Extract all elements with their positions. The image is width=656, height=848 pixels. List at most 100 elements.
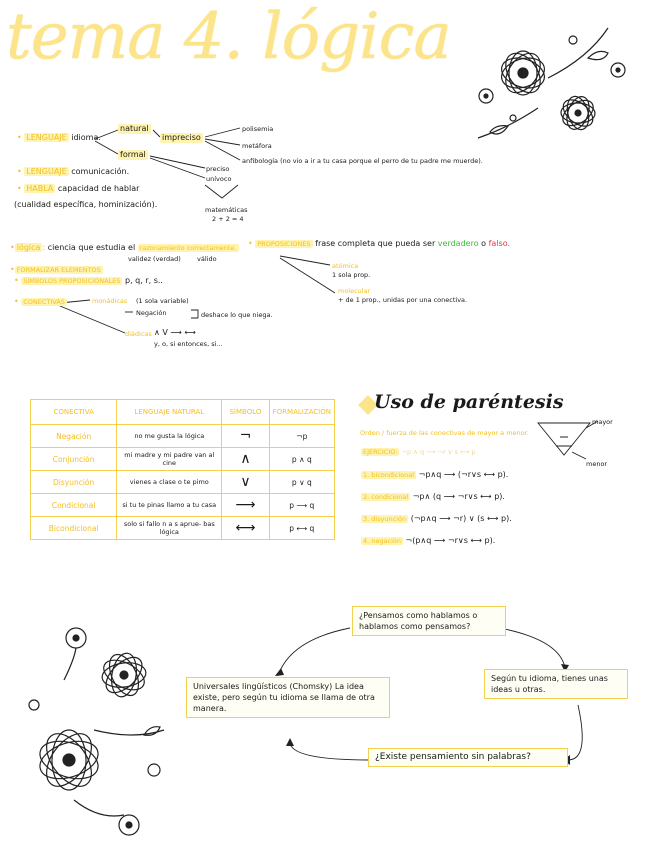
mayor-text: mayor	[592, 418, 613, 426]
matematicas-text: matemáticas	[205, 206, 248, 214]
niega-text: deshace lo que niega.	[201, 311, 273, 319]
item-label: 2. condicional	[361, 493, 411, 501]
page-title: tema 4. lógica	[6, 0, 452, 74]
parentesis-item: 2. condicional ¬p∧ (q ⟶ ¬r∨s ⟷ p).	[361, 492, 505, 502]
table-row: Negación no me gusta la lógica ¬ ¬p	[29, 424, 336, 448]
table-row: Bicondicional solo si fallo n a s aprue-…	[29, 516, 336, 540]
habla-row: • HABLA capacidad de hablar	[17, 184, 140, 193]
proposiciones-text: frase completa que pueda ser	[315, 239, 436, 248]
table-cell: p ⟶ q	[268, 493, 336, 517]
ejercicio-row: EJERCICIO: ¬p ∧ q ⟶ ¬r ∨ s ⟷ p	[361, 447, 476, 457]
table-cell: ∧	[221, 447, 270, 471]
diadicas-label: diádicas	[125, 330, 152, 338]
table-cell: si tu te pinas llamo a tu casa	[116, 493, 223, 517]
parentesis-title: Uso de paréntesis	[374, 391, 564, 413]
table-row: Disyunción vienes a clase o te pimo ∨ p …	[29, 470, 336, 494]
ejercicio-label: EJERCICIO:	[361, 448, 400, 456]
item-formula: (¬p∧q ⟶ ¬r) ∨ (s ⟷ p).	[410, 514, 512, 523]
table-cell: ¬p	[268, 424, 336, 448]
item-formula: ¬p∧ (q ⟶ ¬r∨s ⟷ p).	[412, 492, 505, 501]
parentesis-item: 1. bicondicional ¬p∧q ⟶ (¬r∨s ⟷ p).	[361, 470, 508, 480]
table-cell: ¬	[221, 424, 270, 448]
conectivas-row: • CONECTIVAS	[14, 297, 67, 306]
comunicacion-text: comunicación.	[71, 167, 130, 176]
table-cell: Condicional	[29, 493, 118, 517]
simbolos-diadicos: ∧ V ⟶ ⟷	[154, 328, 196, 337]
pensamos-box: ¿Pensamos como hablamos o hablamos como …	[352, 606, 506, 636]
lenguaje2-label: LENGUAJE	[24, 167, 69, 176]
table-cell: ∨	[221, 470, 270, 494]
polisemia-text: polisemia	[242, 125, 274, 133]
habla-label: HABLA	[24, 184, 56, 193]
valido-text: válido	[197, 255, 217, 263]
table-header: FORMALIZACIÓN	[268, 399, 336, 425]
anfibologia-text: anfibología (no vio a ir a tu casa porqu…	[242, 157, 483, 165]
orden-text: Orden / fuerza de las conectivas de mayo…	[360, 429, 529, 437]
lenguaje-label: LENGUAJE	[24, 133, 69, 142]
logica-text: ciencia que estudia el	[47, 243, 136, 252]
item-formula: ¬(p∧q ⟶ ¬r∨s ⟷ p).	[405, 536, 496, 545]
table-cell: no me gusta la lógica	[116, 424, 223, 448]
table-row: Condicional si tu te pinas llamo a tu ca…	[29, 493, 336, 517]
logica-highlight: razonamiento correctamente.	[137, 244, 239, 252]
preciso-text: preciso	[206, 165, 230, 173]
item-label: 1. bicondicional	[361, 471, 417, 479]
existe-box: ¿Existe pensamiento sin palabras?	[368, 748, 568, 767]
flower-icon	[477, 27, 626, 139]
item-label: 4. negación	[361, 537, 403, 545]
monadicas-label: monádicas	[92, 297, 128, 305]
item-label: 3. disyunción	[361, 515, 409, 523]
table-cell: solo si fallo n a s aprue- bas lógica	[116, 516, 223, 540]
suma-text: 2 + 2 = 4	[212, 215, 244, 223]
logica-label: lógica	[14, 243, 43, 252]
ejercicio-formula: ¬p ∧ q ⟶ ¬r ∨ s ⟷ p	[401, 448, 476, 456]
table-cell: ⟷	[221, 516, 270, 540]
lenguaje-row: • LENGUAJE idioma.	[17, 133, 101, 142]
idioma-text: idioma.	[71, 133, 101, 142]
falso-text: falso.	[488, 239, 510, 248]
validez-text: validez (verdad)	[128, 255, 181, 263]
table-cell: p ∨ q	[268, 470, 336, 494]
table-cell: Bicondicional	[29, 516, 118, 540]
table-cell: ⟶	[221, 493, 270, 517]
una-prop-text: 1 sola prop.	[332, 271, 371, 279]
proposiciones-row: • PROPOSICIONES frase completa que pueda…	[248, 239, 510, 248]
verdadero-text: verdadero	[437, 239, 479, 248]
lenguaje2-row: • LENGUAJE comunicación.	[17, 167, 130, 176]
table-cell: p ⟷ q	[268, 516, 336, 540]
atomica-label: atómica	[332, 262, 359, 270]
table-header-row: CONECTIVA LENGUAJE NATURAL SÍMBOLO FORMA…	[29, 399, 336, 425]
nombres-text: y, o, si entonces, si...	[154, 340, 223, 348]
connectives-table: CONECTIVA LENGUAJE NATURAL SÍMBOLO FORMA…	[29, 399, 336, 540]
table-cell: Disyunción	[29, 470, 118, 494]
universales-box: Universales lingüísticos (Chomsky) La id…	[186, 677, 390, 718]
flower-icon	[28, 627, 165, 836]
simbolos-label: SÍMBOLOS PROPOSICIONALES	[21, 277, 123, 285]
formal-label: formal	[118, 150, 148, 160]
negacion-text: Negación	[136, 309, 167, 317]
proposiciones-label: PROPOSICIONES	[255, 240, 313, 248]
conectivas-label: CONECTIVAS	[21, 298, 67, 306]
table-cell: Conjunción	[29, 447, 118, 471]
impreciso-label: impreciso	[160, 133, 203, 143]
table-cell: vienes a clase o te pimo	[116, 470, 223, 494]
table-cell: mi madre y mi padre van al cine	[116, 447, 223, 471]
habla-text: capacidad de hablar	[57, 184, 140, 193]
table-row: Conjunción mi madre y mi padre van al ci…	[29, 447, 336, 471]
formalizar-row: •FORMALIZAR ELEMENTOS	[10, 265, 103, 274]
metafora-text: metáfora	[242, 142, 272, 150]
table-header: LENGUAJE NATURAL	[116, 399, 223, 425]
menor-text: menor	[586, 460, 608, 468]
molecular-label: molecular	[338, 287, 371, 295]
table-cell: p ∧ q	[268, 447, 336, 471]
o-text: o	[481, 239, 487, 248]
habla-text2: (cualidad específica, hominización).	[14, 200, 158, 209]
table-header: CONECTIVA	[29, 399, 118, 425]
table-cell: Negación	[29, 424, 118, 448]
item-formula: ¬p∧q ⟶ (¬r∨s ⟷ p).	[418, 470, 509, 479]
parentesis-item: 4. negación ¬(p∧q ⟶ ¬r∨s ⟷ p).	[361, 536, 495, 546]
una-variable-text: (1 sola variable)	[136, 297, 189, 305]
segun-box: Según tu idioma, tienes unas ideas u otr…	[484, 669, 628, 699]
natural-label: natural	[118, 124, 151, 134]
formalizar-label: FORMALIZAR ELEMENTOS	[14, 266, 103, 274]
